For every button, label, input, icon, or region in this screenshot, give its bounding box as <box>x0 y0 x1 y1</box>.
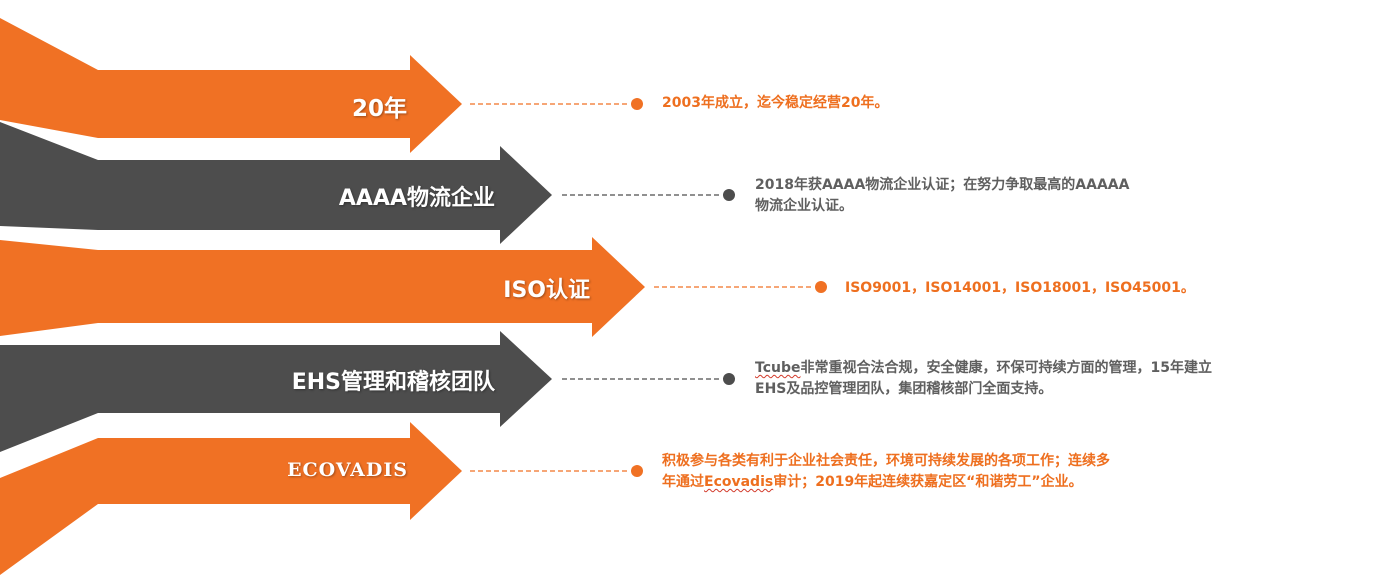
arrow-3-orange <box>0 237 645 337</box>
desc-5-line-2: 年通过Ecovadis审计；2019年起连续获嘉定区“和谐劳工”企业。 <box>662 472 1110 493</box>
desc-3-line-1: ISO9001，ISO14001，ISO18001，ISO45001。 <box>845 280 1195 296</box>
desc-4-line-1: Tcube非常重视合法合规，安全健康，环保可持续方面的管理，15年建立 <box>755 358 1212 379</box>
desc-2-line-1: 2018年获AAAA物流企业认证；在努力争取最高的AAAAA <box>755 177 1130 193</box>
desc-5-line-2-pre: 年通过 <box>662 474 704 490</box>
desc-4: Tcube非常重视合法合规，安全健康，环保可持续方面的管理，15年建立 EHS及… <box>755 358 1212 400</box>
arrow-1-orange <box>0 18 462 153</box>
arrow-label-3: ISO认证 <box>503 278 590 303</box>
arrow-5-orange <box>0 422 462 575</box>
arrow-label-2: AAAA物流企业 <box>338 186 495 211</box>
desc-3: ISO9001，ISO14001，ISO18001，ISO45001。 <box>845 278 1195 299</box>
desc-1-line-1: 2003年成立，迄今稳定经营20年。 <box>662 95 889 111</box>
connector-dot-3 <box>815 281 827 293</box>
connector-dot-5 <box>631 465 643 477</box>
connector-dot-2 <box>723 189 735 201</box>
arrow-label-4: EHS管理和稽核团队 <box>291 370 495 395</box>
desc-4-line-2: EHS及品控管理团队，集团稽核部门全面支持。 <box>755 381 1053 397</box>
connector-dot-4 <box>723 373 735 385</box>
desc-1: 2003年成立，迄今稳定经营20年。 <box>662 93 888 114</box>
desc-5-word-ecovadis: Ecovadis <box>704 474 774 490</box>
arrow-2-gray <box>0 122 552 244</box>
desc-2-line-2: 物流企业认证。 <box>755 198 853 214</box>
desc-2: 2018年获AAAA物流企业认证；在努力争取最高的AAAAA 物流企业认证。 <box>755 175 1129 217</box>
desc-4-line-1-rest: 非常重视合法合规，安全健康，环保可持续方面的管理，15年建立 <box>800 360 1212 376</box>
arrow-label-1: 20年 <box>351 96 407 122</box>
desc-5-line-2-post: 审计；2019年起连续获嘉定区“和谐劳工”企业。 <box>773 474 1083 490</box>
desc-5-line-1: 积极参与各类有利于企业社会责任，环境可持续发展的各项工作；连续多 <box>662 453 1110 469</box>
arrow-label-5: ECOVADIS <box>287 459 408 481</box>
desc-4-word-tcube: Tcube <box>755 360 801 376</box>
arrow-4-gray <box>0 331 552 452</box>
desc-5: 积极参与各类有利于企业社会责任，环境可持续发展的各项工作；连续多 年通过Ecov… <box>662 451 1110 493</box>
connector-dot-1 <box>631 98 643 110</box>
